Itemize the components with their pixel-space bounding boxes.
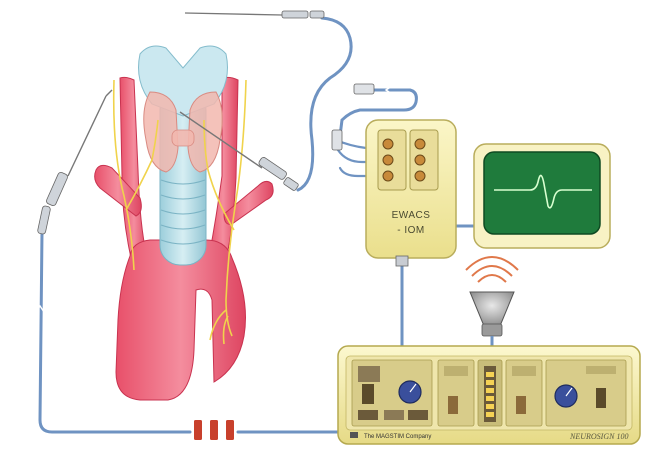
channel-2-switch[interactable] xyxy=(516,396,526,414)
speaker-cone xyxy=(470,292,514,326)
company-label: The MAGSTIM Company xyxy=(364,434,431,440)
interface-box-label-line2: - IOM xyxy=(397,225,425,236)
emg-screen xyxy=(484,152,600,234)
speaker xyxy=(466,257,518,348)
model-label: NEUROSIGN 100 xyxy=(569,432,628,441)
channel-1-switch[interactable] xyxy=(448,396,458,414)
left-carotid-artery xyxy=(120,77,148,262)
neck-anatomy xyxy=(95,46,273,400)
electrode-cable-top xyxy=(298,18,351,190)
unit-panel-left xyxy=(352,360,432,426)
neurosign-monitor-unit: The MAGSTIM Company NEUROSIGN 100 xyxy=(338,346,640,444)
thyroid-isthmus xyxy=(172,130,194,146)
sound-waves-icon xyxy=(466,257,518,282)
thyroid-gland-left-lobe xyxy=(144,92,178,172)
unit-panel-right xyxy=(546,360,626,426)
interface-box: EWACS - IOM xyxy=(366,120,456,266)
interface-box-label-line1: EWACS xyxy=(392,210,431,221)
thyroid-gland-right-lobe xyxy=(188,92,222,172)
power-switch[interactable] xyxy=(362,384,374,404)
mode-switch[interactable] xyxy=(596,388,606,408)
top-electrode-needle xyxy=(185,11,324,18)
unit-panel-middle xyxy=(438,360,542,426)
level-meter xyxy=(484,366,496,422)
ground-electrodes xyxy=(194,420,234,440)
left-stimulator-probe xyxy=(37,90,112,235)
emg-monitor xyxy=(474,144,610,248)
